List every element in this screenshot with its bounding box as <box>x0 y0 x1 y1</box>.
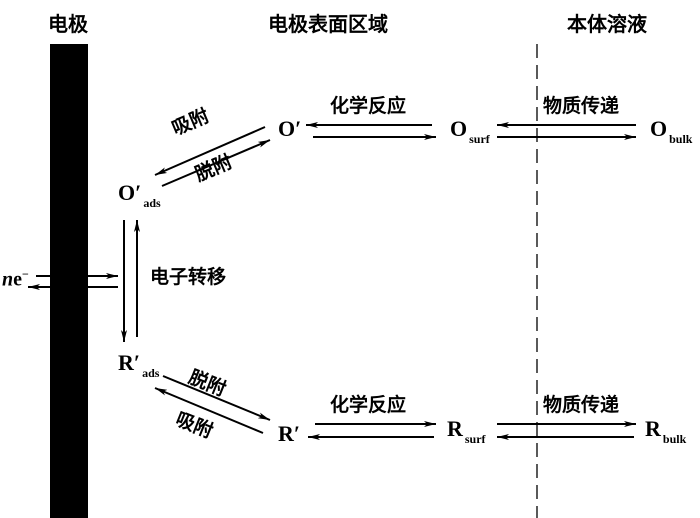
header-bulk-solution: 本体溶液 <box>567 12 647 36</box>
electron-count-n: n <box>2 268 14 291</box>
species-o-ads-main: O′ <box>118 180 142 205</box>
species-o-surf-sub: surf <box>469 132 490 146</box>
adsorption-arrow-bottom <box>154 387 264 434</box>
label-mass-transfer-bottom: 物质传递 <box>543 394 620 416</box>
electrode-bar <box>50 44 88 518</box>
species-o-ads-sub: ads <box>143 196 161 210</box>
species-r-ads-main: R′ <box>118 350 141 375</box>
desorption-arrow-top <box>161 139 271 187</box>
species-r-prime: R′ <box>278 421 301 446</box>
header-surface-region: 电极表面区域 <box>268 12 388 36</box>
species-r-ads-sub: ads <box>142 366 160 380</box>
desorption-arrow-bottom <box>162 375 271 421</box>
label-mass-transfer-top: 物质传递 <box>543 95 620 117</box>
species-r-surf-main: R <box>447 416 463 441</box>
electron-symbol: e <box>13 268 23 291</box>
label-electron-transfer: 电子转移 <box>150 266 227 288</box>
adsorption-arrow-top <box>154 126 266 176</box>
species-o-bulk-sub: bulk <box>669 132 693 146</box>
species-o-surf-main: O <box>450 116 468 141</box>
species-r-ads: R′ads <box>118 350 159 380</box>
species-o-ads: O′ads <box>118 180 161 210</box>
electron-charge: − <box>22 267 29 281</box>
header-electrode: 电极 <box>48 12 88 36</box>
species-r-surf-sub: surf <box>464 432 486 446</box>
species-o-bulk-main: O <box>650 116 668 141</box>
species-r-bulk-sub: bulk <box>662 432 687 446</box>
label-chemical-reaction-bottom: 化学反应 <box>330 394 407 416</box>
species-o-prime: O′ <box>278 116 302 141</box>
label-chemical-reaction-top: 化学反应 <box>330 95 407 117</box>
species-r-bulk-main: R <box>645 416 661 441</box>
electron-label: ne− <box>2 268 29 290</box>
